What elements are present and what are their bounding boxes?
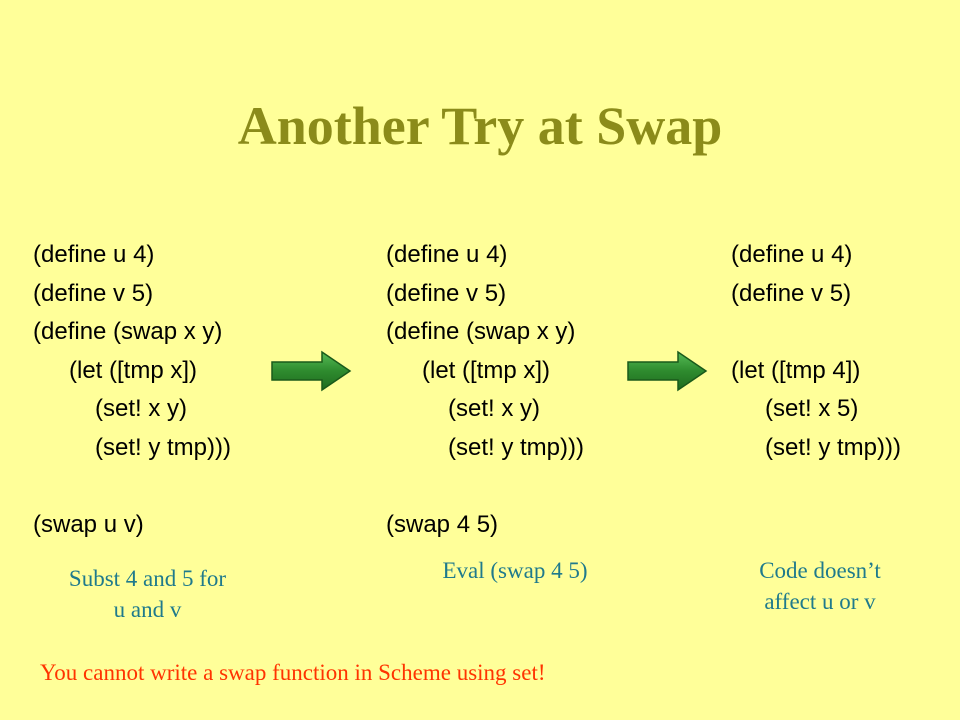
right-arrow-icon [271,350,352,392]
code-line-blank [731,313,901,352]
code-column-substituted: (define u 4) (define v 5) (define (swap … [386,236,584,544]
footer-conclusion: You cannot write a swap function in Sche… [40,660,546,685]
code-line: (set! x y) [448,395,541,422]
code-line: (define v 5) [731,279,852,307]
slide-title: Another Try at Swap [237,96,723,156]
note-code-effect: Code doesn’t affect u or v [705,555,935,617]
code-column-evaluated: (define u 4) (define v 5) (let ([tmp 4])… [731,236,901,467]
note-line: Eval (swap 4 5) [442,558,588,583]
code-line: (set! y tmp))) [765,433,901,461]
code-line: (define (swap x y) [386,318,576,345]
note-eval: Eval (swap 4 5) [395,555,635,586]
code-line: (let ([tmp x]) [69,356,198,384]
code-line: (set! y tmp))) [448,433,584,461]
note-line: affect u or v [764,589,876,614]
note-line: Subst 4 and 5 for [68,566,227,591]
code-line: (set! x y) [95,395,188,422]
code-line: (set! x 5) [765,395,859,422]
code-line: (swap 4 5) [386,510,499,538]
right-arrow-icon [627,350,708,392]
code-column-original: (define u 4) (define v 5) (define (swap … [33,236,231,544]
code-line: (define v 5) [33,279,154,307]
code-line-blank [386,467,584,506]
code-line: (define v 5) [386,279,507,307]
code-line: (define (swap x y) [33,318,223,345]
code-line: (define u 4) [33,241,155,268]
code-line: (define u 4) [731,241,853,268]
code-line-blank [33,467,231,506]
note-line: Code doesn’t [759,558,881,583]
code-line: (set! y tmp))) [95,433,231,461]
note-subst: Subst 4 and 5 for u and v [30,563,265,625]
code-line: (let ([tmp 4]) [731,356,861,384]
code-line: (let ([tmp x]) [422,356,551,384]
code-line: (swap u v) [33,510,144,538]
note-line: u and v [113,597,182,622]
code-line: (define u 4) [386,241,508,268]
